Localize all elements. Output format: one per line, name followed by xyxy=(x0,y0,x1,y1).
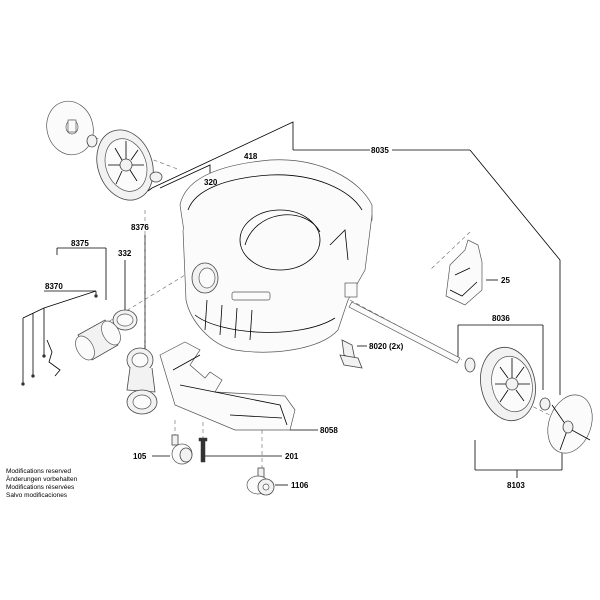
bracket-25 xyxy=(445,239,483,306)
label-105: 105 xyxy=(133,452,147,461)
notice-line-en: Modifications reserved xyxy=(6,468,72,475)
clip-ring-right xyxy=(539,397,551,411)
label-25: 25 xyxy=(501,276,510,285)
axle-rod xyxy=(348,301,461,364)
inlet-sleeve-8370 xyxy=(75,319,121,361)
modifications-notice: Modifications reserved Änderungen vorbeh… xyxy=(6,468,77,500)
notice-line-es: Salvo modificaciones xyxy=(6,492,68,499)
container-bin xyxy=(179,159,373,353)
notice-line-de: Änderungen vorbehalten xyxy=(6,476,78,483)
notice-line-fr: Modifications réservées xyxy=(6,484,75,491)
base-frame-8058 xyxy=(159,341,296,431)
label-201: 201 xyxy=(285,452,299,461)
label-332: 332 xyxy=(118,249,132,258)
label-8036: 8036 xyxy=(492,314,510,323)
hose-fitting-8376 xyxy=(126,347,158,415)
label-320: 320 xyxy=(204,178,218,187)
hubcap-left xyxy=(46,100,94,156)
caster-105 xyxy=(171,434,193,465)
axle-spacer xyxy=(149,171,163,183)
screw-201 xyxy=(198,437,208,463)
clip-ring-left xyxy=(86,134,98,148)
caster-1106 xyxy=(246,467,275,496)
label-8035: 8035 xyxy=(371,146,389,155)
screws-8020 xyxy=(339,339,363,369)
wheel-left xyxy=(96,129,154,201)
label-1106: 1106 xyxy=(291,481,309,490)
label-8376: 8376 xyxy=(131,223,149,232)
hubcap-right xyxy=(547,394,593,454)
label-8375: 8375 xyxy=(71,239,89,248)
filter-ring-332 xyxy=(112,309,138,331)
label-8020: 8020 (2x) xyxy=(369,342,404,351)
label-8103: 8103 xyxy=(507,481,525,490)
axle-washer-right xyxy=(464,357,476,373)
label-8370: 8370 xyxy=(45,282,63,291)
clip-parts-8370 xyxy=(21,294,98,386)
wheel-right xyxy=(480,346,536,422)
part-labels: 8035 418 320 8376 8375 332 8370 25 8036 … xyxy=(45,146,525,490)
label-418: 418 xyxy=(244,152,258,161)
label-8058: 8058 xyxy=(320,426,338,435)
